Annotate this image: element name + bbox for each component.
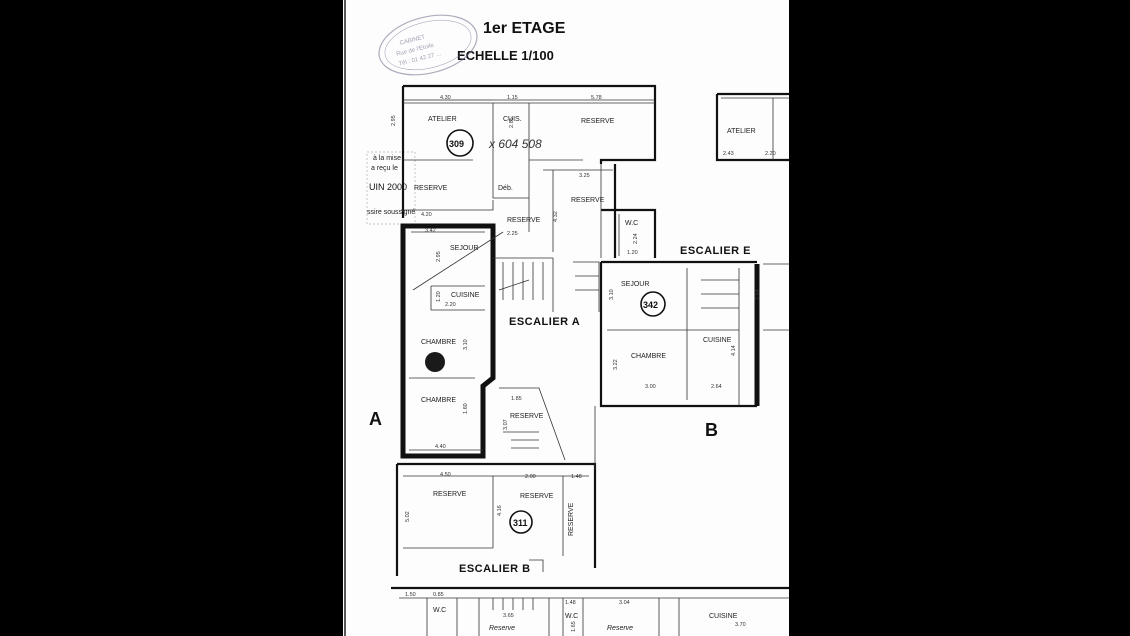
dim-4-50: 4.50 — [440, 472, 451, 478]
dim-4-30: 4.30 — [440, 95, 451, 101]
plan-sheet: 1er ETAGE ECHELLE 1/100 CABINET Rue de l… — [343, 0, 789, 636]
room-chambre-left-2: CHAMBRE — [421, 397, 456, 404]
dim-1-48b: 1.48 — [565, 600, 576, 606]
unit-342: W.C 2.24 1.20 ESCALIER E SEJOUR CHAMBRE … — [599, 208, 789, 408]
dim-3-22: 3.22 — [613, 359, 619, 370]
margin-note-2: a reçu le — [371, 165, 398, 172]
unit-badge-311 — [509, 510, 533, 534]
section-label-a: A — [369, 409, 382, 429]
room-sejour-left: SEJOUR — [450, 245, 478, 252]
dim-3-42: 3.42 — [425, 228, 436, 234]
dim-4-16: 4.16 — [497, 505, 503, 516]
room-reserve-bottom-1: Reserve — [489, 625, 515, 632]
margin-note-1: à la mise — [373, 155, 401, 162]
unit-311: RESERVE RESERVE RESERVE 4.50 2.00 1.48 5… — [395, 462, 597, 576]
dim-2-95: 2.95 — [391, 115, 397, 126]
room-atelier-right: ATELIER — [727, 128, 756, 135]
dim-1-48: 1.48 — [571, 474, 582, 480]
middle-strip: RESERVE Déb. RESERVE RESERVE 3.25 4.20 2… — [401, 160, 617, 258]
dim-1-65: 1.65 — [571, 621, 577, 632]
unit-309: 4.30 1.15 5.78 2.95 2.85 ATELIER CUIS. R… — [391, 84, 657, 164]
dim-2-25: 2.25 — [507, 231, 518, 237]
room-cuis-309: CUIS. — [503, 116, 522, 123]
dim-2-00: 2.00 — [525, 474, 536, 480]
escalier-b-label: ESCALIER B — [459, 563, 531, 575]
margin-note-4: ssire soussigné — [367, 209, 415, 216]
dim-4-14: 4.14 — [731, 345, 737, 356]
handwritten-note: x 604 508 — [488, 137, 542, 151]
floor-plan: 1er ETAGE ECHELLE 1/100 CABINET Rue de l… — [344, 0, 789, 636]
dim-4-32: 4.32 — [553, 211, 559, 222]
unit-badge-342 — [640, 291, 666, 317]
room-reserve-b: RESERVE — [507, 217, 541, 224]
dim-2-54: 2.54 — [755, 289, 761, 300]
unit-badge-309-label: 309 — [449, 139, 464, 149]
unit-badge-315 — [425, 352, 445, 372]
dim-3-07: 3.07 — [503, 419, 509, 430]
escalier-a-area: ESCALIER A RESERVE 1.85 3.07 — [493, 257, 600, 461]
margin-note-3: UIN 2000 — [369, 182, 407, 192]
room-wc-e: W.C — [625, 220, 638, 227]
room-wc-bottom-1: W.C — [433, 607, 446, 614]
dim-1-20b: 1.20 — [627, 250, 638, 256]
dim-3-10b: 3.10 — [609, 289, 615, 300]
dim-4-40: 4.40 — [435, 444, 446, 450]
scale-label: ECHELLE 1/100 — [457, 48, 554, 63]
room-sejour-342: SEJOUR — [621, 281, 649, 288]
dim-5-02: 5.02 — [405, 511, 411, 522]
room-atelier-309: ATELIER — [428, 116, 457, 123]
dim-1-85: 1.85 — [511, 396, 522, 402]
section-label-b: B — [705, 420, 718, 440]
room-cuisine-bottom: CUISINE — [709, 613, 738, 620]
escalier-e-label: ESCALIER E — [680, 245, 751, 257]
room-reserve-311c: RESERVE — [568, 502, 575, 536]
dim-3-04: 3.04 — [619, 600, 630, 606]
unit-badge-342-label: 342 — [643, 300, 658, 310]
room-reserve-a: RESERVE — [414, 185, 448, 192]
dim-3-25: 3.25 — [579, 173, 590, 179]
dim-1-20: 1.20 — [436, 291, 442, 302]
floor-title: 1er ETAGE — [483, 20, 566, 37]
room-reserve-311b: RESERVE — [520, 493, 554, 500]
dim-3-10: 3.10 — [463, 339, 469, 350]
margin-note-frame — [366, 151, 416, 225]
dim-0-85: 0.85 — [433, 592, 444, 598]
room-reserve-309: RESERVE — [581, 118, 615, 125]
room-reserve-c: RESERVE — [571, 197, 605, 204]
room-chambre-left-1: CHAMBRE — [421, 339, 456, 346]
room-reserve-d: RESERVE — [510, 413, 544, 420]
office-stamp: CABINET Rue de l'Etoile Tél : 01 42 27 .… — [378, 14, 478, 76]
unit-badge-309 — [446, 129, 474, 157]
dim-3-65: 3.65 — [503, 613, 514, 619]
dim-2-64: 2.64 — [711, 384, 722, 390]
dim-2-20-right: 2.20 — [765, 151, 776, 157]
room-reserve-bottom-2: Reserve — [607, 625, 633, 632]
room-cuisine-342: CUISINE — [703, 337, 732, 344]
dim-2-95b: 2.95 — [436, 251, 442, 262]
room-deb: Déb. — [498, 185, 513, 192]
dim-5-78: 5.78 — [591, 95, 602, 101]
dim-1-60: 1.60 — [463, 403, 469, 414]
dim-2-85: 2.85 — [509, 117, 515, 128]
atelier-right: ATELIER 2.43 2.20 — [715, 92, 789, 162]
dim-1-50: 1.50 — [405, 592, 416, 598]
left-unit: SEJOUR CUISINE CHAMBRE CHAMBRE 2.20 3.42… — [400, 223, 504, 459]
dim-4-20: 4.20 — [421, 212, 432, 218]
dim-3-00: 3.00 — [645, 384, 656, 390]
room-chambre-342: CHAMBRE — [631, 353, 666, 360]
room-reserve-311a: RESERVE — [433, 491, 467, 498]
bottom-strip: 1.50 0.85 3.65 1.48 3.04 3.70 1.65 W.C W… — [391, 586, 789, 636]
unit-badge-311-label: 311 — [513, 518, 528, 528]
dim-2-43: 2.43 — [723, 151, 734, 157]
room-cuisine-left: CUISINE — [451, 292, 480, 299]
escalier-a-label: ESCALIER A — [509, 316, 580, 328]
dim-3-70: 3.70 — [735, 622, 746, 628]
dim-2-24: 2.24 — [633, 233, 639, 244]
dim-1-15: 1.15 — [507, 95, 518, 101]
room-wc-bottom-2: W.C — [565, 613, 578, 620]
dim-2-20: 2.20 — [445, 302, 456, 308]
